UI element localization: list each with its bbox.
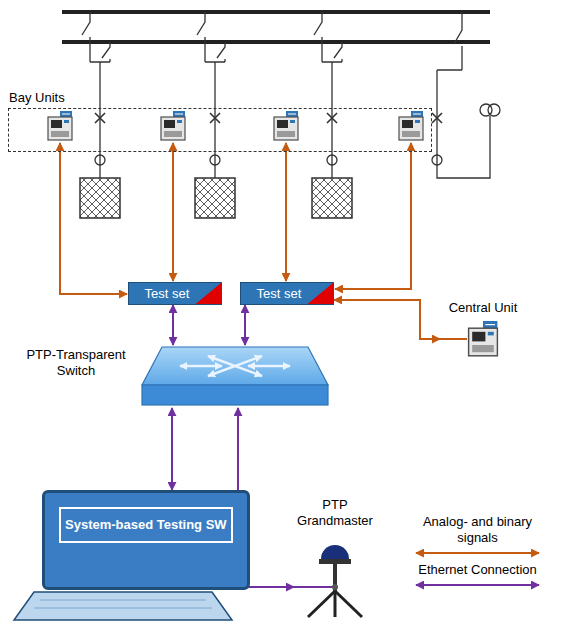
legend-item: Analog- and binary signals <box>410 514 545 560</box>
feeder-line <box>82 12 110 178</box>
keyboard-rows <box>34 600 212 608</box>
legend-sample <box>410 578 545 592</box>
busbar <box>62 40 490 44</box>
tripod-leg <box>334 591 337 617</box>
legend-text: Analog- and binary signals <box>410 514 545 546</box>
feeder-bays <box>80 12 352 218</box>
ptp-switch: PTP-Transparent Switch <box>140 345 330 408</box>
analog-wire <box>335 143 411 289</box>
cable-stub <box>294 586 335 588</box>
laptop-screen: System-based Testing SW <box>42 490 250 590</box>
legend-arrow <box>416 584 539 586</box>
laptop-base <box>14 592 232 620</box>
node-label: Central Unit <box>440 300 526 316</box>
feeder-line <box>437 12 490 178</box>
switch-arrow <box>180 365 222 368</box>
current-transformer <box>327 155 337 165</box>
node-label: Bay Units <box>9 90 65 106</box>
switch-shape <box>140 345 330 408</box>
ptp-grandmaster: PTP Grandmaster <box>294 497 376 619</box>
bay-units-group: Bay Units <box>8 108 432 152</box>
antenna-jack <box>332 584 338 590</box>
breaker-symbol <box>432 113 442 123</box>
antenna-pole <box>333 564 337 591</box>
current-transformer <box>210 155 220 165</box>
breaker-symbol <box>95 113 105 123</box>
antenna-dome <box>321 545 349 559</box>
node-label: System-based Testing SW <box>59 507 233 543</box>
node-label: PTP-Transparent Switch <box>20 347 132 379</box>
central-unit-icon <box>440 320 526 358</box>
switch-top <box>142 347 328 385</box>
analog-wire <box>285 143 287 281</box>
legend-text: Ethernet Connection <box>410 562 545 578</box>
legend-arrow <box>416 552 539 554</box>
node-label: Test set <box>241 283 333 304</box>
bay-unit-icon <box>161 111 185 140</box>
laptop-keyboard <box>14 592 232 620</box>
connector <box>334 300 440 339</box>
connector <box>171 408 173 490</box>
switch-front <box>142 385 328 405</box>
connector <box>244 305 246 345</box>
test-set-box: Test set <box>128 282 222 305</box>
feeder-bay <box>80 12 120 218</box>
feeder-bay <box>195 12 235 218</box>
tripod-leg <box>335 591 362 617</box>
device-icon <box>469 321 498 356</box>
bay-unit-icon <box>274 111 298 140</box>
legend-item: Ethernet Connection <box>410 562 545 592</box>
load-box <box>195 178 235 218</box>
test-set-box: Test set <box>240 282 334 305</box>
transformer-winding <box>488 104 500 116</box>
load-box <box>312 178 352 218</box>
analog-wires <box>60 143 411 294</box>
antenna-base <box>319 559 351 564</box>
analog-wire <box>172 143 174 281</box>
feeder-bay <box>312 12 352 218</box>
breaker-symbol <box>327 113 337 123</box>
analog-wire <box>60 143 127 294</box>
switch-arrow <box>248 365 290 368</box>
central-unit: Central Unit <box>440 300 526 358</box>
antenna-icon <box>294 529 376 619</box>
red-triangle <box>196 283 221 304</box>
legend-sample <box>410 546 545 560</box>
bay-unit-icons <box>48 111 423 140</box>
busbar <box>62 10 490 14</box>
bay-unit-icon <box>48 111 72 140</box>
current-transformer <box>95 155 105 165</box>
breaker-symbol <box>210 113 220 123</box>
bay-unit-icon <box>399 111 423 140</box>
feeder-line <box>197 12 225 178</box>
connector <box>172 305 174 345</box>
current-transformer <box>432 155 442 165</box>
tripod-leg <box>308 591 335 617</box>
transformer-feeder <box>432 12 500 178</box>
node-label: PTP Grandmaster <box>294 497 376 529</box>
load-box <box>80 178 120 218</box>
node-label: Test set <box>129 283 221 304</box>
wire-stub <box>440 338 467 340</box>
red-triangle <box>308 283 333 304</box>
feeder-line <box>314 12 342 178</box>
busbars <box>62 12 490 42</box>
